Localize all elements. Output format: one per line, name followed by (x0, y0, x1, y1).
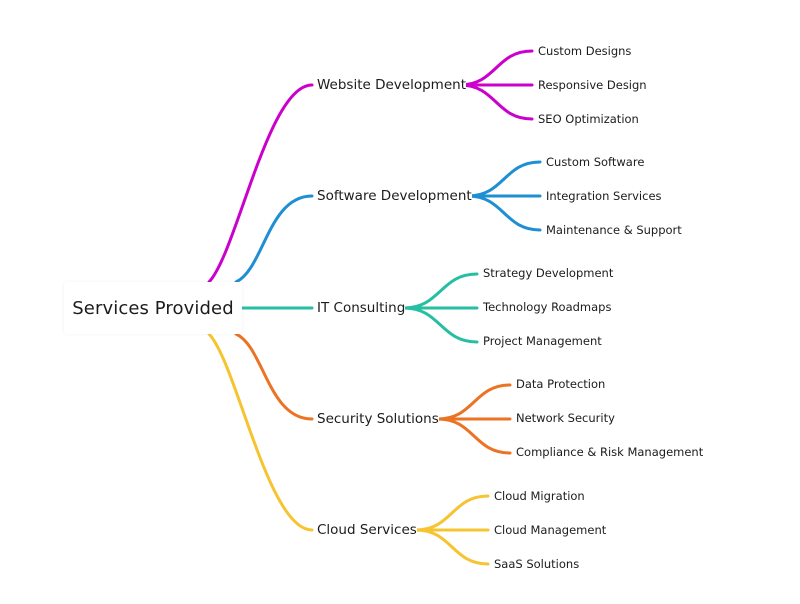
branch-link-1 (234, 194, 314, 284)
leaf-data-protection[interactable]: Data Protection (516, 377, 606, 391)
leaf-cloud-migration[interactable]: Cloud Migration (494, 489, 585, 503)
leaf-link-1-2 (466, 194, 542, 232)
leaf-strategy-development[interactable]: Strategy Development (483, 266, 614, 280)
leaf-compliance-risk-management[interactable]: Compliance & Risk Management (516, 445, 704, 459)
leaf-project-management[interactable]: Project Management (483, 334, 602, 348)
leaf-responsive-design[interactable]: Responsive Design (538, 78, 647, 92)
branch-software-development[interactable]: Software Development (317, 187, 472, 205)
leaf-integration-services[interactable]: Integration Services (546, 189, 662, 203)
leaf-link-0-0 (458, 49, 534, 87)
leaf-link-3-0 (436, 383, 512, 421)
branch-website-development[interactable]: Website Development (317, 76, 466, 94)
leaf-maintenance-support[interactable]: Maintenance & Support (546, 223, 682, 237)
branch-link-4 (207, 332, 314, 532)
leaf-technology-roadmaps[interactable]: Technology Roadmaps (483, 300, 612, 314)
leaf-link-4-0 (414, 494, 490, 532)
leaf-network-security[interactable]: Network Security (516, 411, 615, 425)
leaf-seo-optimization[interactable]: SEO Optimization (538, 112, 639, 126)
leaf-cloud-management[interactable]: Cloud Management (494, 523, 607, 537)
leaf-link-2-0 (402, 272, 479, 310)
leaf-custom-designs[interactable]: Custom Designs (538, 44, 632, 58)
branch-cloud-services[interactable]: Cloud Services (317, 521, 417, 539)
root-label: Services Provided (72, 297, 234, 319)
branch-it-consulting[interactable]: IT Consulting (317, 299, 406, 317)
leaf-link-3-2 (436, 417, 512, 455)
leaf-link-2-2 (402, 306, 479, 344)
leaf-link-1-0 (466, 160, 542, 198)
root-node[interactable]: Services Provided (64, 282, 242, 334)
branch-link-0 (207, 83, 314, 284)
branch-security-solutions[interactable]: Security Solutions (317, 410, 439, 428)
leaf-saas-solutions[interactable]: SaaS Solutions (494, 557, 580, 571)
leaf-link-0-2 (458, 83, 534, 121)
branch-link-3 (234, 332, 314, 421)
leaf-link-4-2 (414, 528, 490, 566)
leaf-custom-software[interactable]: Custom Software (546, 155, 645, 169)
